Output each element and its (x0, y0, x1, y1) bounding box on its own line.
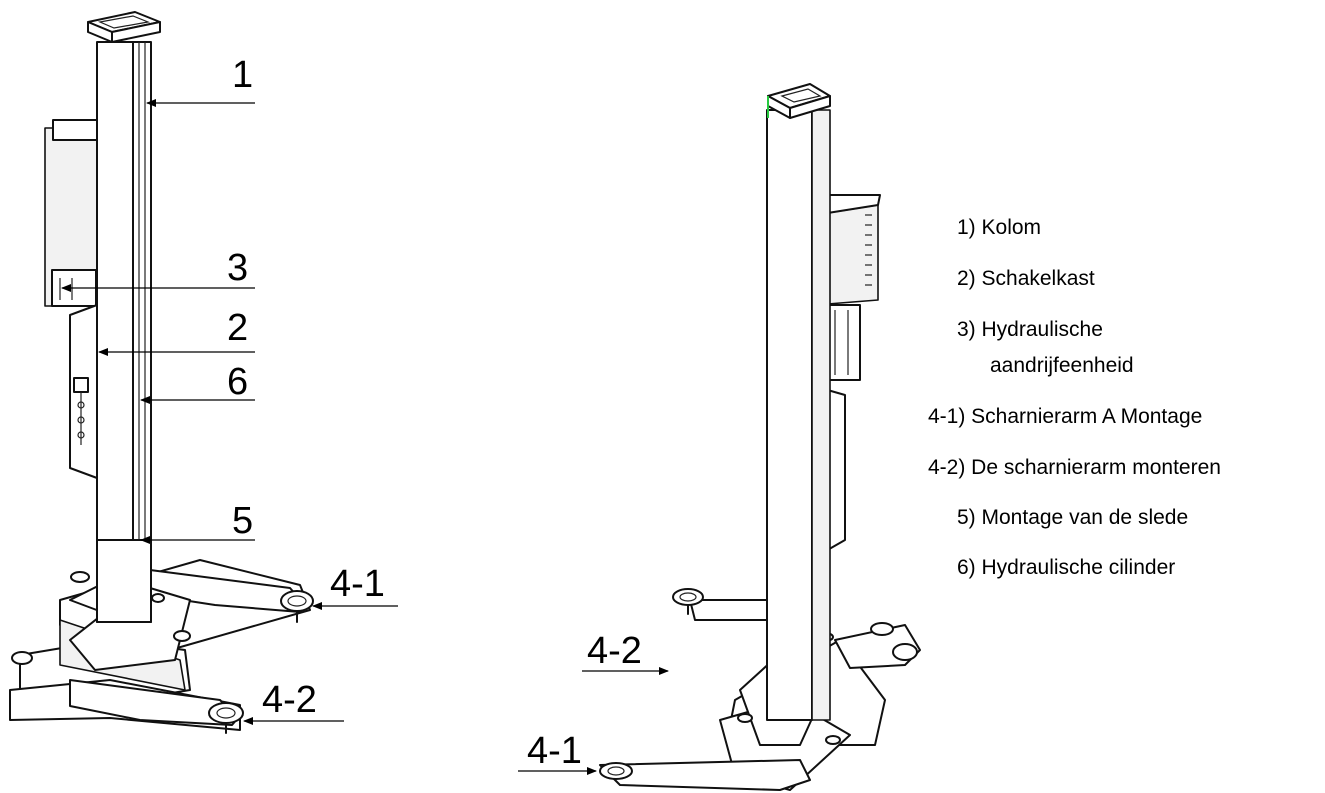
callout-3: 3 (227, 247, 248, 289)
callout-4-2-right: 4-2 (587, 630, 642, 672)
callout-4-1-right: 4-1 (527, 730, 582, 772)
callout-4-2-left: 4-2 (262, 679, 317, 721)
callout-6: 6 (227, 361, 248, 403)
callout-1: 1 (232, 54, 253, 96)
right-lift-drawing (599, 83, 921, 791)
left-callout-leaders (61, 99, 398, 725)
vent-slots (865, 214, 872, 286)
left-callout-labels: 1 3 2 6 5 4-1 4-2 (227, 54, 385, 721)
right-callout-leaders (518, 667, 669, 775)
right-callout-labels: 4-2 4-1 (527, 630, 642, 772)
callout-4-1-left: 4-1 (330, 563, 385, 605)
callout-5: 5 (232, 500, 253, 542)
left-lift-drawing (9, 11, 314, 734)
callout-2: 2 (227, 307, 248, 349)
